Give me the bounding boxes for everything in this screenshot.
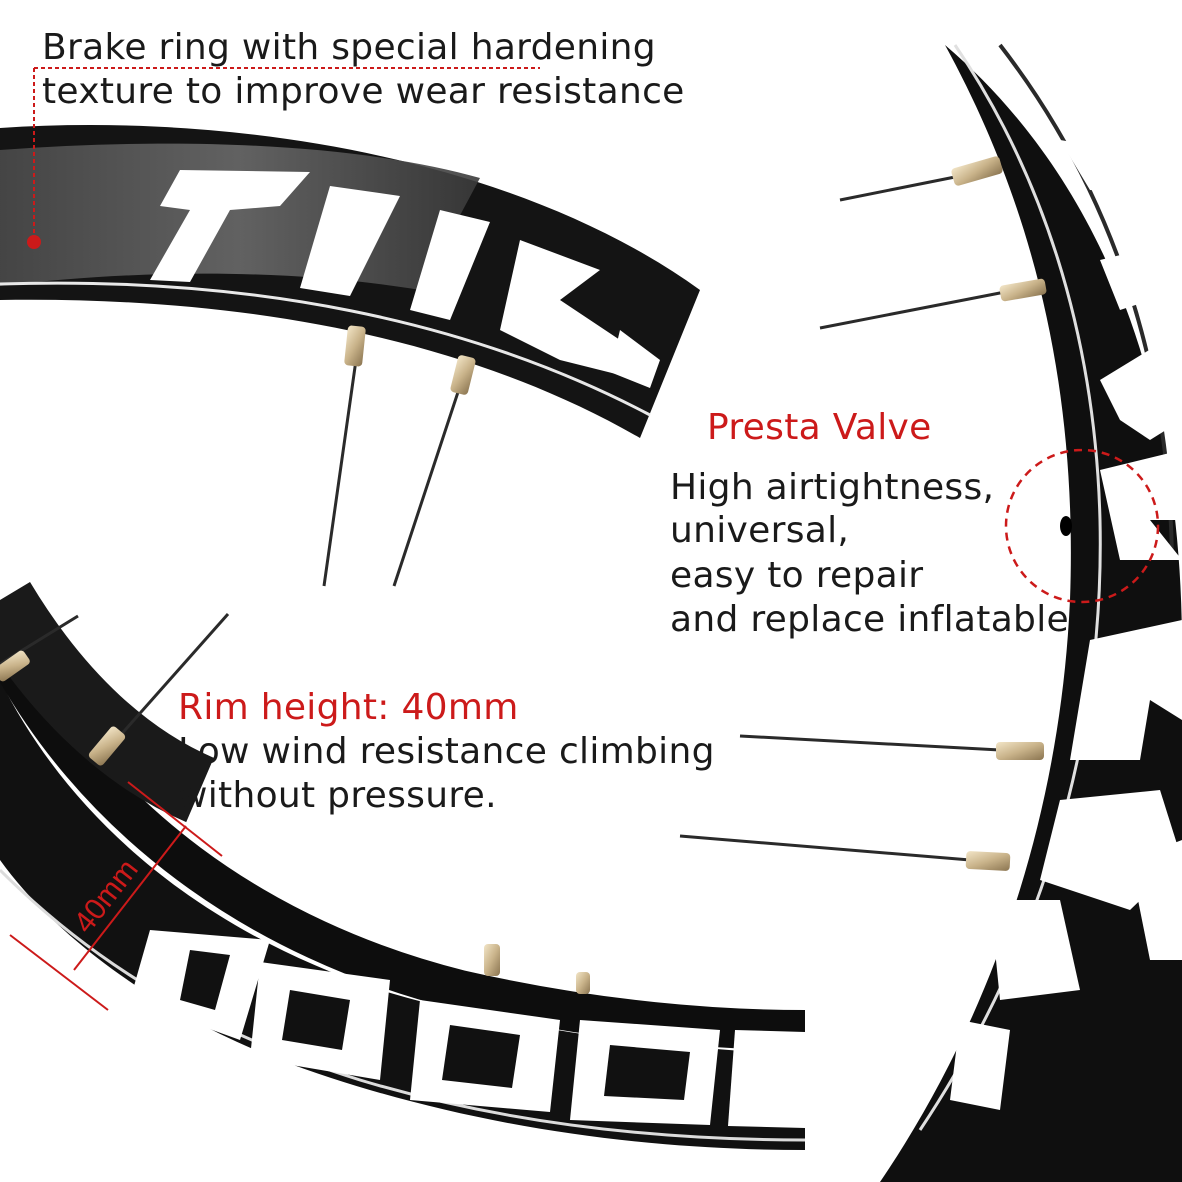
bottom-rim-band [0,680,805,1150]
top-rim [0,67,700,587]
brake-ring-title: Brake ring with special hardening [42,27,656,68]
rim-height-description: Low wind resistance climbing [178,731,715,772]
presta-valve-title: Presta Valve [707,407,932,448]
presta-valve-line: easy to repair [670,555,924,596]
valve-hole [1060,516,1072,536]
top-spokes [322,359,464,587]
presta-valve-line: universal, [670,510,850,551]
top-rim-decal [150,170,660,388]
right-rim [679,43,1182,1182]
right-spokes [679,174,1006,862]
bottom-nipples [0,650,590,994]
presta-valve-line: High airtightness, [670,467,995,508]
brake-ring-description: texture to improve wear resistance [42,71,685,112]
top-nipples [344,325,476,395]
presta-valve-line: and replace inflatable [670,599,1069,640]
bottom-rim-decal [130,930,805,1128]
valve-highlight-circle [1004,448,1160,604]
bottom-rim: 40mm [0,581,806,1150]
brake-track [0,143,480,290]
rim-height-description: without pressure. [178,775,497,816]
right-rim-decal [950,140,1182,1110]
brake-pointer [27,67,540,249]
rim-height-title: Rim height: 40mm [178,687,519,728]
rim-height-measure [9,781,223,1011]
right-nipples [951,156,1047,871]
